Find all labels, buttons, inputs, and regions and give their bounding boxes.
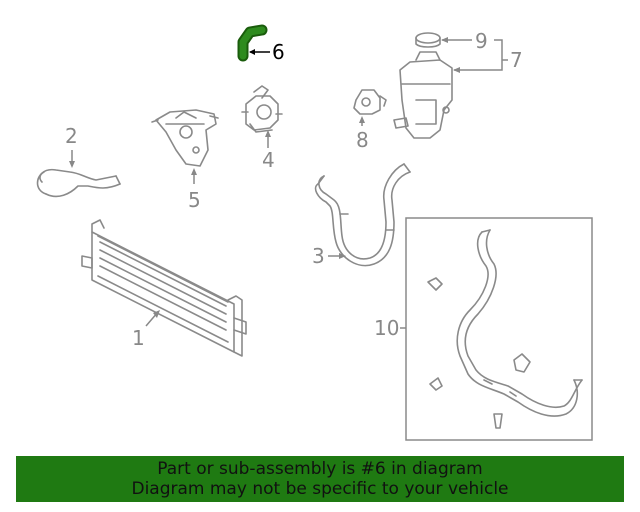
leader-5-arrow xyxy=(191,168,197,175)
part-10-hose-assembly[interactable] xyxy=(427,229,583,429)
callout-2[interactable]: 2 xyxy=(65,124,78,148)
leader-8-arrow xyxy=(359,116,365,123)
part-6-hose[interactable] xyxy=(237,24,268,62)
callout-7[interactable]: 7 xyxy=(510,48,523,72)
leader-7 xyxy=(454,39,503,71)
callout-6[interactable]: 6 xyxy=(272,40,285,64)
part-2-hose[interactable] xyxy=(36,168,121,198)
leader-9-arrow xyxy=(441,37,448,43)
leader-6-arrow xyxy=(249,49,255,55)
part-10-box xyxy=(405,217,593,441)
leader-4-arrow xyxy=(265,130,271,137)
callout-9[interactable]: 9 xyxy=(475,29,488,53)
leader-2-arrow xyxy=(69,161,75,168)
leader-7-arrow xyxy=(453,67,460,73)
banner-line-2: Diagram may not be specific to your vehi… xyxy=(131,479,509,499)
part-1-radiator[interactable] xyxy=(81,219,247,357)
part-9-cap[interactable] xyxy=(415,32,441,48)
info-banner: Part or sub-assembly is #6 in diagram Di… xyxy=(16,456,624,502)
callout-8[interactable]: 8 xyxy=(356,128,369,152)
part-7-reservoir[interactable] xyxy=(393,51,453,139)
leader-3-arrow xyxy=(339,253,346,259)
callout-5[interactable]: 5 xyxy=(188,188,201,212)
callout-1[interactable]: 1 xyxy=(132,326,145,350)
callout-4[interactable]: 4 xyxy=(262,148,275,172)
leader-1-arrow xyxy=(153,310,160,318)
part-3-hose[interactable] xyxy=(314,163,411,267)
part-5-bracket[interactable] xyxy=(151,109,219,167)
part-4-pump[interactable] xyxy=(241,85,283,133)
banner-line-1: Part or sub-assembly is #6 in diagram xyxy=(157,459,483,479)
callout-10[interactable]: 10 xyxy=(374,316,399,340)
callout-3[interactable]: 3 xyxy=(312,244,325,268)
part-8-bracket[interactable] xyxy=(353,89,387,115)
